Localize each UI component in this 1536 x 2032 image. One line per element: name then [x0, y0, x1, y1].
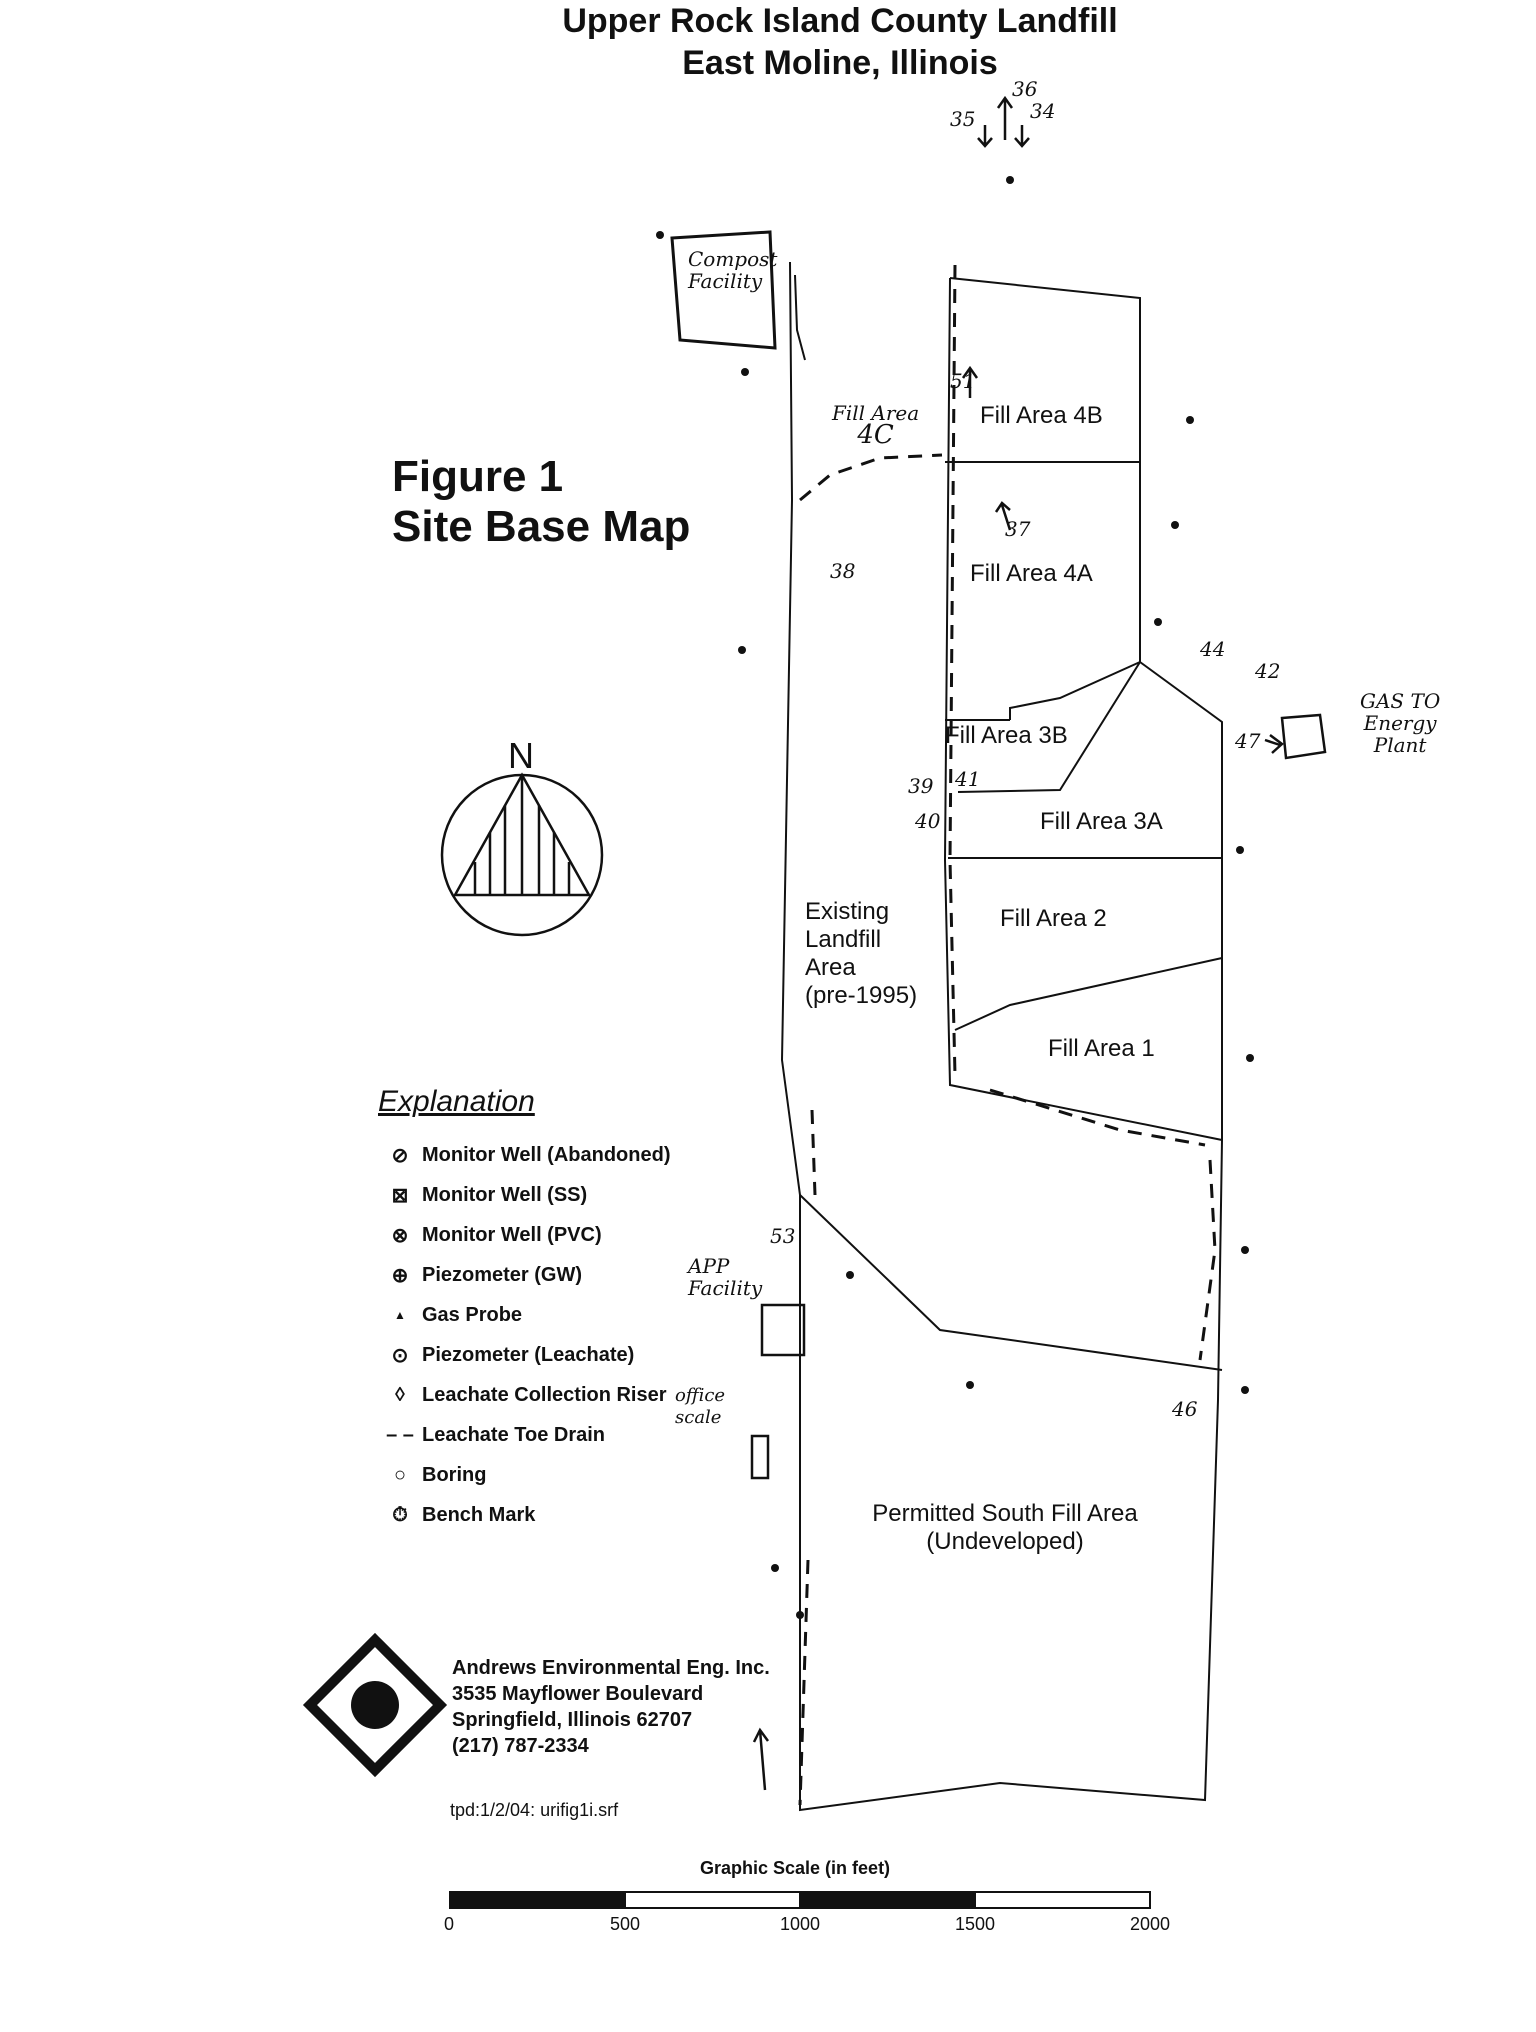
note-36: 36 [1012, 77, 1038, 101]
riser-icon: ◊ [395, 1383, 405, 1406]
note-42: 42 [1255, 659, 1281, 683]
scale-tick-1000: 1000 [780, 1914, 821, 1934]
toe-drain-east [948, 264, 957, 1076]
title-line2: East Moline, Illinois [682, 44, 998, 82]
fill-area-4b-label: Fill Area 4B [980, 402, 1103, 429]
fill-1-divider [954, 957, 1223, 1031]
toe-drain-south [989, 1088, 1206, 1147]
title-line1: Upper Rock Island County Landfill [562, 2, 1118, 40]
toe-drain-north [799, 453, 943, 502]
company-info: Andrews Environmental Eng. Inc. 3535 May… [452, 1655, 770, 1759]
fill-area-3b-label: Fill Area 3B [945, 722, 1068, 749]
piezometer-gw-icon: ⊕ [391, 1264, 409, 1287]
app-facility-note: APP Facility [688, 1254, 763, 1300]
note-47: 47 [1235, 729, 1261, 753]
legend-item: ◊Leachate Collection Riser [378, 1375, 671, 1415]
figure-label: Figure 1 Site Base Map [392, 452, 690, 552]
note-40: 40 [915, 809, 941, 833]
note-35: 35 [950, 107, 976, 131]
compass-north-label: N [508, 735, 534, 776]
note-53: 53 [770, 1224, 796, 1248]
fill-area-4c-note: Fill Area 4C [832, 401, 920, 450]
boring-icon: ○ [393, 1463, 407, 1486]
gas-plant-outline [1280, 713, 1327, 760]
north-arrow [440, 772, 604, 937]
map-title: Upper Rock Island County Landfill East M… [440, 0, 1240, 84]
fill-4-boundary [943, 277, 1223, 1141]
legend-item: ⊕Piezometer (GW) [378, 1255, 671, 1295]
legend-item: ⊗Monitor Well (PVC) [378, 1215, 671, 1255]
legend-item: ⏱Bench Mark [378, 1495, 671, 1535]
scale-tick-2000: 2000 [1130, 1914, 1171, 1934]
company-phone: (217) 787-2334 [452, 1735, 589, 1757]
graphic-scale-bar [449, 1891, 1151, 1909]
toe-drain-sw [798, 1559, 810, 1806]
compost-facility-note: Compost Facility [688, 247, 778, 293]
fill-area-1-label: Fill Area 1 [1048, 1035, 1155, 1062]
company-name: Andrews Environmental Eng. Inc. [452, 1657, 770, 1679]
note-46: 46 [1172, 1397, 1198, 1421]
file-reference: tpd:1/2/04: urifig1i.srf [450, 1800, 619, 1820]
fill-3b-boundary [957, 661, 1141, 793]
pvc-well-icon: ⊗ [391, 1224, 409, 1247]
toe-drain-icon: – – [386, 1423, 414, 1446]
gas-plant-note: GAS TO Energy Plant [1360, 689, 1441, 757]
office-scale-outline [750, 1434, 770, 1480]
note-39: 39 [908, 774, 934, 798]
legend-item: ▲Gas Probe [378, 1295, 671, 1335]
company-address: 3535 Mayflower Boulevard [452, 1683, 704, 1705]
scale-tick-1500: 1500 [955, 1914, 996, 1934]
note-51: 51 [950, 369, 976, 393]
office-scale-note: office scale [675, 1385, 726, 1428]
fill-area-3a-label: Fill Area 3A [1040, 808, 1163, 835]
legend-item: ⊠Monitor Well (SS) [378, 1175, 671, 1215]
south-fill-area-label: Permitted South Fill Area (Undeveloped) [872, 1500, 1138, 1555]
compost-facility-outline [670, 230, 777, 350]
south-divider [799, 1194, 1223, 1371]
piezometer-leachate-icon: ⊙ [391, 1344, 409, 1367]
app-facility-outline [760, 1303, 806, 1357]
fill-area-4a-label: Fill Area 4A [970, 560, 1093, 587]
scale-tick-500: 500 [610, 1914, 641, 1934]
scale-title: Graphic Scale (in feet) [700, 1858, 891, 1878]
note-44: 44 [1200, 637, 1226, 661]
gas-probe-icon: ▲ [394, 1308, 406, 1322]
legend-item: ○Boring [378, 1455, 671, 1495]
legend-item: ⊘Monitor Well (Abandoned) [378, 1135, 671, 1175]
toe-drain-se [1198, 1159, 1217, 1361]
figure-number: Figure 1 [392, 452, 564, 501]
scale-tick-0: 0 [444, 1914, 455, 1934]
note-37: 37 [1005, 517, 1031, 541]
legend-item: – –Leachate Toe Drain [378, 1415, 671, 1455]
site-boundary-line [780, 261, 1223, 1812]
ss-well-icon: ⊠ [391, 1184, 409, 1207]
note-34: 34 [1030, 99, 1056, 123]
figure-name: Site Base Map [392, 502, 691, 551]
toe-drain-west [810, 1109, 817, 1196]
bench-mark-icon: ⏱ [392, 1503, 408, 1526]
note-38: 38 [830, 559, 856, 583]
abandoned-well-icon: ⊘ [391, 1144, 409, 1167]
legend-heading: Explanation [378, 1085, 535, 1118]
existing-landfill-label: Existing Landfill Area (pre-1995) [805, 898, 918, 1009]
note-41: 41 [955, 767, 981, 791]
fill-area-2-label: Fill Area 2 [1000, 905, 1107, 932]
legend-item: ⊙Piezometer (Leachate) [378, 1335, 671, 1375]
company-city: Springfield, Illinois 62707 [452, 1709, 693, 1731]
company-logo [302, 1632, 448, 1778]
legend: Explanation ⊘Monitor Well (Abandoned) ⊠M… [378, 1085, 671, 1535]
